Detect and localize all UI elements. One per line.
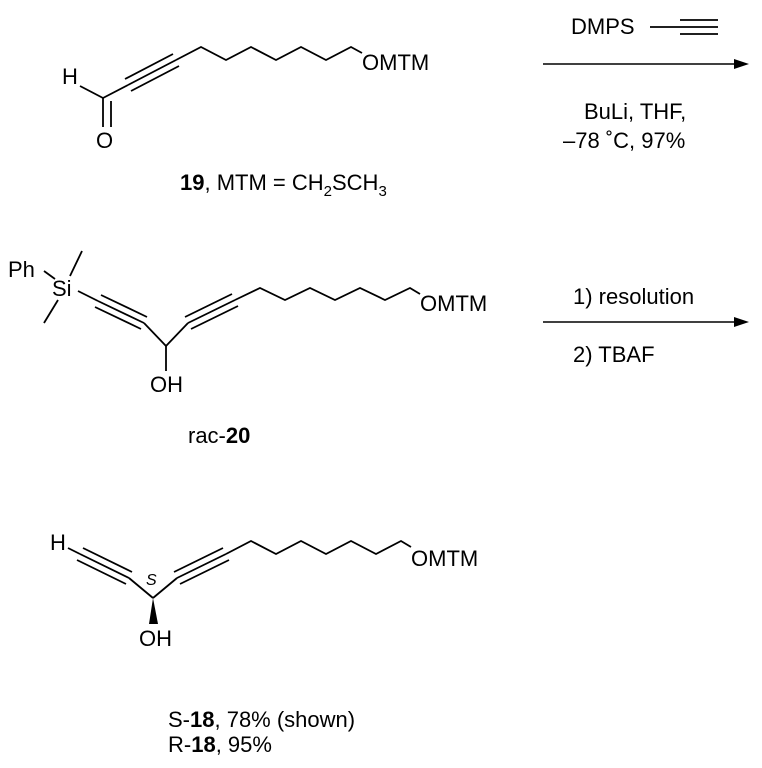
group-oh: OH [150,372,183,397]
caption-prefix: R- [168,732,191,757]
triple-bond-1c [76,559,127,585]
compound-number: 20 [226,423,250,448]
compound-18-caption-r: R-18, 95% [168,732,272,757]
compound-18: H S OH OMTM S-18, 78% (shown) R-18, 95% [50,530,478,757]
group-omtm: OMTM [362,50,429,75]
compound-rac-20: Ph Si OH OMTM rac-20 [8,250,487,448]
bond-h-c [67,547,81,555]
compound-20-caption: rac-20 [188,423,250,448]
arrow-head [734,317,749,327]
bond-to-stereocenter [128,577,154,599]
reagent-label: DMPS [571,14,635,39]
bond-h-c [79,85,104,99]
compound-number: 19 [180,170,204,195]
bond-from-carbinol [165,322,189,347]
group-oh: OH [139,626,172,651]
alkyl-chain [225,539,412,556]
caption-rest: , 95% [216,732,272,757]
group-omtm: OMTM [420,291,487,316]
atom-ph: Ph [8,257,35,282]
caption-part: SCH [332,170,378,195]
triple-bond-1b [100,294,148,318]
triple-bond-2a [176,553,227,579]
caption-prefix: S- [168,707,190,732]
atom-h: H [50,530,66,555]
alkyl-chain [175,45,363,62]
caption-prefix: rac- [188,423,226,448]
subscript-2: 2 [324,183,332,200]
subscript-3: 3 [378,183,386,200]
bond-c-c [102,84,129,99]
wedge-bond [149,598,158,624]
compound-number: 18 [190,707,214,732]
compound-19-caption: 19, MTM = CH2SCH3 [180,170,387,200]
atom-si: Si [52,276,72,301]
triple-bond-1b [82,547,133,573]
triple-bond-a [127,59,177,86]
condition-line-1: 1) resolution [573,284,694,309]
triple-bond-1c [94,306,142,330]
bond-to-carbinol [143,322,167,347]
caption-part: , MTM = CH [204,170,323,195]
arrow-head [734,59,749,69]
bond-si-methyl-down [43,299,59,324]
stereo-label: S [146,572,157,589]
triple-bond-2c [184,293,233,318]
compound-19: H O OMTM 19, MTM = CH2SCH3 [62,45,429,200]
compound-number: 18 [191,732,215,757]
bond-si-c [77,290,99,302]
triple-bond-2b [179,559,230,585]
group-omtm: OMTM [411,546,478,571]
caption-rest: , 78% (shown) [214,707,355,732]
atom-h: H [62,64,78,89]
triple-bond-c [124,53,174,80]
triple-bond-2a [187,299,236,324]
triple-bond-1a [97,300,145,324]
reaction-step-2: 1) resolution 2) TBAF [543,284,749,367]
condition-line-2: –78 ˚C, 97% [563,128,685,153]
compound-18-caption-s: S-18, 78% (shown) [168,707,355,732]
alkyl-chain [234,286,421,301]
bond-si-methyl-up [69,250,83,277]
triple-bond-2b [190,305,239,330]
triple-bond-2c [173,547,224,573]
condition-line-1: BuLi, THF, [584,99,686,124]
bond-from-stereocenter [152,577,178,599]
triple-bond-1a [79,553,130,579]
atom-o: O [96,128,113,153]
reaction-step-1: DMPS BuLi, THF, –78 ˚C, 97% [543,14,749,153]
condition-line-2: 2) TBAF [573,342,655,367]
bond-ph-si [43,270,56,280]
triple-bond-b [130,65,180,92]
